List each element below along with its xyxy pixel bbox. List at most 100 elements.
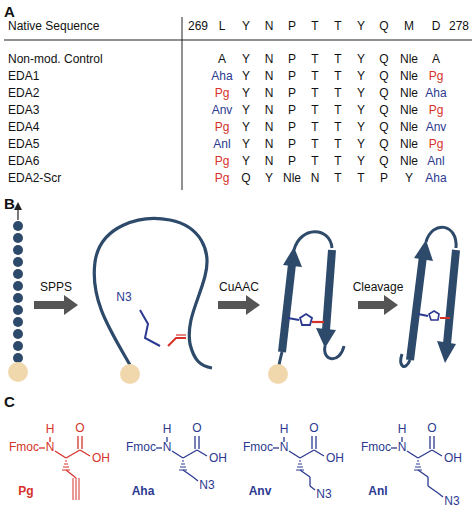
atom-label: N — [46, 441, 55, 454]
triazole-ring — [429, 311, 439, 320]
table-cell: Y — [242, 87, 250, 100]
table-cell: T — [334, 172, 341, 185]
peptide-name: EDA2 — [8, 87, 39, 100]
residue-letter: N — [265, 20, 274, 33]
atom-label: O — [192, 422, 201, 435]
table-header: Native Sequence — [8, 20, 99, 33]
residue-letter: T — [334, 20, 341, 33]
table-cell: Y — [242, 70, 250, 83]
chemical-bond — [193, 477, 198, 481]
residue-number: 278 — [449, 20, 469, 33]
table-cell: P — [288, 104, 296, 117]
table-rule — [4, 40, 472, 41]
table-cell: T — [334, 87, 341, 100]
table-cell: Anl — [213, 138, 230, 151]
chemical-bond — [81, 436, 82, 449]
residue-letter: M — [404, 20, 414, 33]
hairpin-peptide — [401, 227, 456, 366]
residue-letter: Y — [242, 20, 250, 33]
chemical-bond — [311, 436, 312, 449]
chemical-bond — [80, 450, 90, 456]
chemical-bond — [416, 464, 420, 465]
atom-label: H — [46, 423, 55, 436]
chemical-bond — [407, 451, 418, 458]
step-label: SPPS — [40, 281, 72, 294]
chemical-bond — [418, 450, 432, 458]
table-cell: T — [311, 87, 318, 100]
atom-label: OH — [209, 452, 227, 465]
table-cell: T — [311, 138, 318, 151]
atom-label: H — [280, 423, 289, 436]
chemical-bond — [315, 436, 316, 449]
peptide-name: EDA5 — [8, 138, 39, 151]
growth-arrow — [14, 202, 22, 210]
chemical-bond — [55, 451, 66, 458]
residue-letter: L — [219, 20, 226, 33]
atom-label: H — [163, 423, 172, 436]
table-cell: Nle — [400, 53, 418, 66]
table-cell: Pg — [215, 155, 230, 168]
table-cell: Nle — [400, 87, 418, 100]
table-cell: T — [334, 121, 341, 134]
table-cell: Nle — [400, 155, 418, 168]
table-cell: Q — [379, 70, 388, 83]
chemical-bond — [182, 461, 184, 462]
alkyne-sidechain — [168, 338, 186, 346]
table-rule — [182, 17, 183, 190]
table-cell: N — [265, 53, 274, 66]
folded-peptide — [279, 232, 344, 366]
chemical-bond — [64, 464, 68, 465]
panel-letter: C — [4, 394, 15, 411]
residue-letter: D — [432, 20, 441, 33]
table-cell: Y — [357, 121, 365, 134]
chemical-bond — [63, 467, 69, 468]
atom-label: O — [427, 422, 436, 435]
chemical-bond — [417, 461, 419, 462]
table-cell: Nle — [400, 121, 418, 134]
table-cell: N — [265, 104, 274, 117]
resin-chain — [13, 221, 23, 363]
peptide-name: Non-mod. Control — [8, 53, 103, 66]
resin-sphere — [8, 362, 28, 382]
table-cell: P — [288, 138, 296, 151]
table-cell: Y — [265, 172, 273, 185]
chemical-bond — [433, 436, 434, 449]
residue-letter: P — [288, 20, 296, 33]
table-cell: Q — [379, 121, 388, 134]
table-cell: Pg — [429, 70, 444, 83]
table-cell: T — [311, 155, 318, 168]
chemical-bond — [183, 470, 193, 477]
atom-label: N — [280, 441, 289, 454]
table-cell: Y — [357, 104, 365, 117]
chemical-bond — [428, 486, 438, 493]
table-cell: Q — [379, 155, 388, 168]
chemical-bond — [298, 464, 302, 465]
chemical-bond — [309, 477, 310, 486]
triazole-ring — [300, 314, 312, 325]
chemical-bond — [300, 470, 310, 477]
folded-peptide — [283, 247, 336, 348]
chemical-bond — [289, 451, 300, 458]
residue-letter: Q — [379, 20, 388, 33]
residue-number: 269 — [188, 20, 208, 33]
protecting-group: Fmoc — [361, 441, 391, 454]
amino-acid-name: Pg — [18, 485, 33, 498]
table-cell: P — [288, 87, 296, 100]
chemical-bond — [77, 436, 78, 449]
table-cell: Y — [242, 121, 250, 134]
atom-label: N — [163, 441, 172, 454]
table-cell: Q — [379, 87, 388, 100]
table-cell: Y — [357, 53, 365, 66]
resin-sphere — [120, 364, 140, 384]
table-cell: N — [265, 121, 274, 134]
peptide-chain — [94, 219, 212, 368]
table-cell: Pg — [429, 104, 444, 117]
chemical-bond — [66, 470, 76, 478]
amino-acid-name: Anv — [249, 485, 272, 498]
table-cell: Q — [241, 172, 250, 185]
table-cell: Y — [405, 172, 413, 185]
table-cell: Pg — [215, 121, 230, 134]
table-cell: Aha — [425, 87, 446, 100]
chemical-bond — [156, 447, 162, 448]
table-cell: T — [334, 70, 341, 83]
